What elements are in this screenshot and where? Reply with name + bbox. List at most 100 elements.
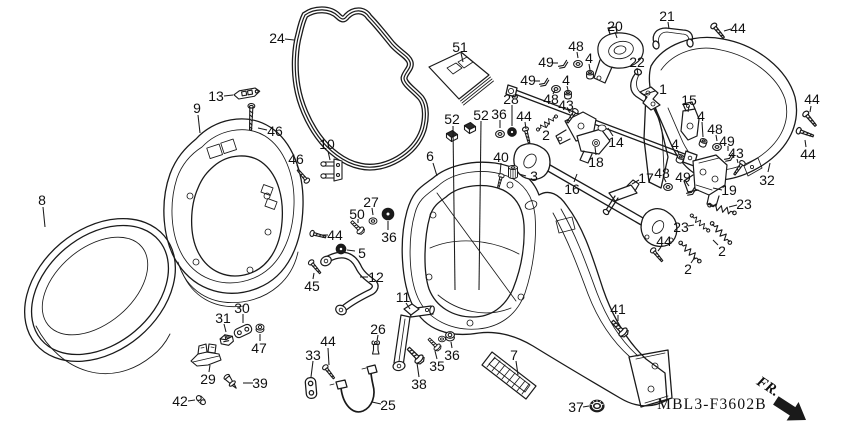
fr-arrow-icon — [773, 396, 807, 421]
part-icon-pad — [463, 121, 477, 135]
leader-line-48 — [576, 51, 579, 59]
part-label-44: 44 — [804, 91, 820, 107]
stay-rail-16 — [513, 142, 678, 248]
part-icon-pushpin — [223, 373, 237, 389]
part-label-29: 29 — [200, 371, 216, 387]
leader-line-31 — [223, 323, 227, 333]
leader-line-26 — [376, 334, 379, 342]
part-icon-plate2h — [233, 323, 253, 339]
leader-line-36 — [450, 341, 453, 349]
leader-line-3 — [518, 173, 527, 177]
part-icon-donut — [381, 207, 395, 221]
part-icon-plate2h — [304, 376, 318, 400]
part-icon-cylinder — [508, 165, 518, 179]
part-icon-spring — [678, 240, 702, 264]
leader-line-13 — [223, 94, 234, 97]
part-icon-screwS — [733, 160, 746, 176]
part-label-42: 42 — [172, 393, 188, 409]
part-label-44: 44 — [516, 108, 532, 124]
leader-line-49 — [685, 181, 690, 187]
part-label-43: 43 — [728, 145, 744, 161]
part-icon-washer — [495, 129, 505, 139]
part-label-36: 36 — [381, 229, 397, 245]
leader-line-19 — [712, 187, 723, 191]
saddlebag-shell-6 — [401, 161, 673, 408]
part-label-1: 1 — [659, 81, 667, 97]
part-label-2: 2 — [718, 243, 726, 259]
part-icon-hexbolt — [610, 319, 629, 338]
leader-line-37 — [582, 405, 590, 408]
part-label-6: 6 — [426, 148, 434, 164]
leader-line-24 — [284, 38, 295, 41]
part-label-4: 4 — [585, 50, 593, 66]
part-label-28: 28 — [503, 91, 519, 107]
part-icon-washer — [368, 217, 378, 225]
part-icon-clip13 — [233, 87, 261, 100]
inner-case-ring-9 — [163, 118, 304, 308]
part-icon-spring — [689, 213, 711, 233]
leader-line-4 — [701, 121, 704, 138]
lock-mechanism-18 — [555, 111, 611, 164]
part-label-32: 32 — [759, 172, 775, 188]
leader-line-45 — [312, 272, 315, 280]
part-icon-nutF — [255, 323, 265, 333]
leader-line-52 — [478, 120, 482, 291]
leader-line-4 — [588, 63, 591, 71]
handle-12 — [320, 251, 379, 316]
part-label-43: 43 — [558, 97, 574, 113]
leader-line-20 — [614, 31, 618, 39]
part-label-33: 33 — [305, 347, 321, 363]
leader-line-44 — [723, 28, 732, 32]
part-label-40: 40 — [493, 149, 509, 165]
part-label-26: 26 — [370, 321, 386, 337]
leader-line-42 — [187, 399, 196, 402]
leader-line-2 — [690, 256, 696, 264]
leader-line-44 — [657, 246, 662, 252]
part-icon-bushing — [675, 154, 685, 164]
part-label-4: 4 — [697, 108, 705, 124]
part-icon-pin — [557, 59, 569, 69]
leader-line-43 — [567, 109, 571, 114]
part-label-2: 2 — [684, 261, 692, 277]
part-label-46: 46 — [267, 123, 283, 139]
leader-line-4 — [676, 149, 680, 155]
leader-line-6 — [432, 162, 438, 177]
latch-housing-20 — [593, 26, 644, 84]
diagram-code: MBL3-F3602B — [657, 396, 767, 413]
caution-label-51 — [428, 51, 494, 106]
side-cover-lid-8 — [23, 217, 177, 374]
part-icon-hexbolt — [406, 346, 425, 365]
part-icon-hexbolt — [427, 337, 442, 352]
lock-lever-1 — [639, 86, 661, 111]
part-icon-pin — [685, 186, 697, 196]
part-label-11: 11 — [396, 289, 411, 305]
part-label-52: 52 — [473, 107, 489, 123]
part-icon-washer — [573, 59, 583, 69]
leader-line-27 — [371, 207, 374, 216]
part-icon-screwS — [309, 229, 327, 239]
part-label-20: 20 — [607, 18, 623, 34]
leader-line-11 — [405, 302, 411, 310]
part-label-39: 39 — [252, 375, 268, 391]
leader-line-17 — [631, 179, 640, 185]
part-icon-bushing — [564, 90, 572, 100]
reflector-strip-7 — [481, 351, 537, 400]
part-label-46: 46 — [288, 151, 304, 167]
part-label-7: 7 — [510, 347, 518, 363]
part-label-2: 2 — [542, 127, 550, 143]
part-label-19: 19 — [721, 182, 737, 198]
part-label-49: 49 — [675, 169, 691, 185]
part-label-48: 48 — [543, 91, 559, 107]
part-label-4: 4 — [562, 72, 570, 88]
part-label-15: 15 — [681, 92, 697, 108]
part-label-23: 23 — [673, 219, 689, 235]
part-label-44: 44 — [327, 227, 343, 243]
leader-line-43 — [736, 158, 739, 164]
part-label-23: 23 — [736, 196, 752, 212]
part-icon-bracket10 — [320, 158, 343, 182]
part-label-10: 10 — [319, 136, 335, 152]
leader-line-35 — [434, 350, 438, 360]
part-icon-donut — [507, 127, 517, 137]
